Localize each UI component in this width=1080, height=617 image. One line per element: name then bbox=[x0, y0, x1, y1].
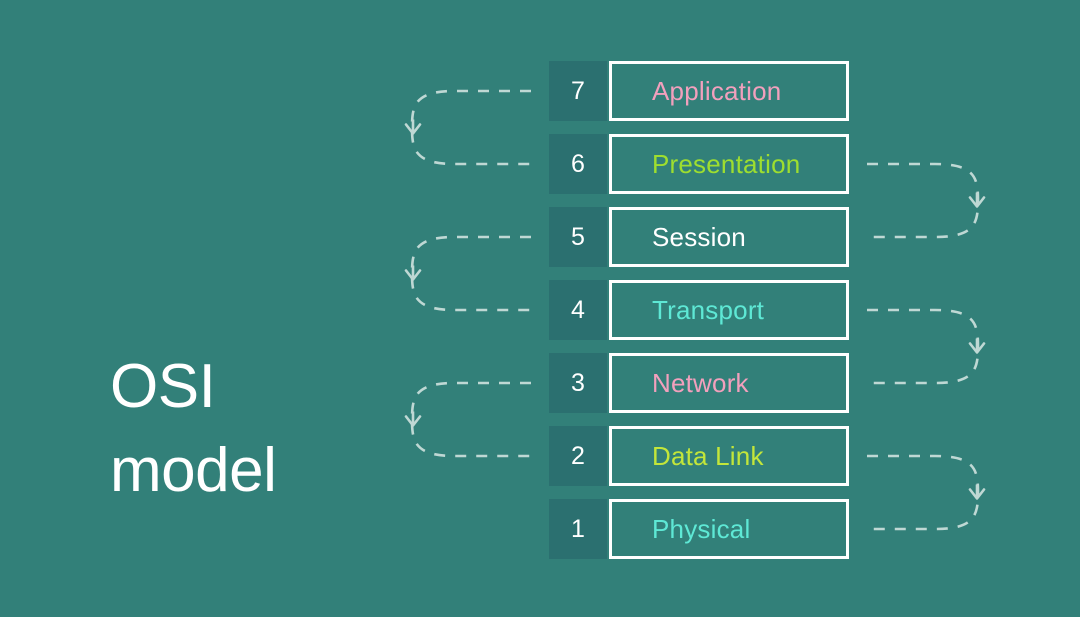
connector-6-to-5-arrowhead bbox=[968, 192, 986, 208]
connector-6-to-5 bbox=[867, 162, 980, 239]
layer-number-box-5: 5 bbox=[549, 207, 607, 267]
layer-label-box-6[interactable]: Presentation bbox=[609, 134, 849, 194]
layer-number-box-2: 2 bbox=[549, 426, 607, 486]
osi-layer-row-4[interactable]: 4 Transport bbox=[549, 280, 849, 340]
layer-number-box-6: 6 bbox=[549, 134, 607, 194]
osi-layer-row-1[interactable]: 1 Physical bbox=[549, 499, 849, 559]
layer-label-1: Physical bbox=[652, 513, 751, 544]
layer-label-box-2[interactable]: Data Link bbox=[609, 426, 849, 486]
osi-layer-row-6[interactable]: 6 Presentation bbox=[549, 134, 849, 194]
connector-5-to-4-arrowhead bbox=[404, 265, 422, 281]
page-title-line-2: model bbox=[110, 435, 277, 505]
layer-label-box-3[interactable]: Network bbox=[609, 353, 849, 413]
layer-label-5: Session bbox=[652, 221, 746, 252]
osi-layer-row-2[interactable]: 2 Data Link bbox=[549, 426, 849, 486]
page-title: OSI model bbox=[110, 345, 440, 512]
osi-layer-row-3[interactable]: 3 Network bbox=[549, 353, 849, 413]
layer-label-box-5[interactable]: Session bbox=[609, 207, 849, 267]
layer-number-box-4: 4 bbox=[549, 280, 607, 340]
layer-number-box-7: 7 bbox=[549, 61, 607, 121]
connector-2-to-1 bbox=[867, 454, 980, 531]
connector-4-to-3-arrowhead bbox=[968, 338, 986, 354]
osi-layer-row-5[interactable]: 5 Session bbox=[549, 207, 849, 267]
layer-label-box-7[interactable]: Application bbox=[609, 61, 849, 121]
osi-layer-row-7[interactable]: 7 Application bbox=[549, 61, 849, 121]
connector-5-to-4 bbox=[410, 235, 531, 312]
layer-label-6: Presentation bbox=[652, 148, 801, 179]
layer-label-box-4[interactable]: Transport bbox=[609, 280, 849, 340]
layer-label-box-1[interactable]: Physical bbox=[609, 499, 849, 559]
layer-label-2: Data Link bbox=[652, 440, 764, 471]
layer-number-box-1: 1 bbox=[549, 499, 607, 559]
page-title-line-1: OSI bbox=[110, 352, 216, 421]
layer-label-3: Network bbox=[652, 367, 749, 398]
connector-7-to-6-arrowhead bbox=[404, 119, 422, 135]
connector-2-to-1-arrowhead bbox=[968, 484, 986, 500]
layer-number-box-3: 3 bbox=[549, 353, 607, 413]
connector-7-to-6 bbox=[410, 89, 531, 166]
layer-label-4: Transport bbox=[652, 294, 765, 325]
layer-label-7: Application bbox=[652, 75, 782, 106]
connector-4-to-3 bbox=[867, 308, 980, 385]
